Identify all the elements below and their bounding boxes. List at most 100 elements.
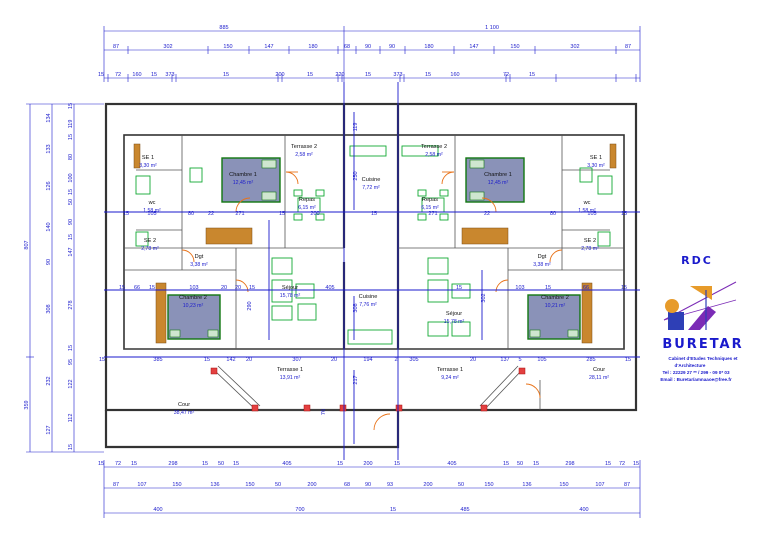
bottom-dim-row2-15: 107 — [595, 482, 604, 488]
level-label: RDC — [681, 254, 713, 267]
mid-dim-vertical-6: 76 — [321, 409, 327, 415]
columns — [210, 367, 526, 412]
room-name: Dgt — [538, 254, 547, 260]
top-dim-row3-2: 160 — [132, 72, 141, 78]
room-name: Repas — [422, 197, 438, 203]
mid-dim-b-6: 15 — [249, 285, 255, 291]
mid-dim-c-1: 385 — [153, 357, 162, 363]
top-dim-row3-14: 15 — [529, 72, 535, 78]
doors — [181, 171, 563, 431]
mid-dim-vertical-0: 290 — [247, 301, 253, 310]
bottom-dim-row1-18: 15 — [633, 461, 639, 467]
room-area: 3,38 m² — [190, 262, 208, 268]
room-name: wc — [148, 200, 156, 206]
room-name: Terrasse 1 — [437, 367, 463, 373]
mid-dim-c-7: 194 — [363, 357, 372, 363]
mid-dim-c-14: 285 — [586, 357, 595, 363]
mid-dim-vertical-3: 217 — [353, 375, 359, 384]
room-area: 2,78 m² — [581, 246, 599, 252]
left-dim-inner-8: 15 — [68, 234, 74, 240]
bottom-dim-row3-2: 15 — [390, 507, 396, 513]
mid-dim-c-12: 5 — [518, 357, 521, 363]
axis-lines — [104, 82, 640, 460]
top-dim-row3-1: 72 — [115, 72, 121, 78]
bottom-dim-row1-12: 15 — [503, 461, 509, 467]
bottom-dim-row2-6: 200 — [307, 482, 316, 488]
room-area: 13,91 m² — [280, 375, 301, 381]
top-dim-row2-4: 180 — [308, 44, 317, 50]
bottom-dim-row2-1: 107 — [137, 482, 146, 488]
brand-line-4: Email : Buretar/amnaaoe@free.fr — [660, 377, 732, 382]
left-dim-inner-6: 50 — [68, 199, 74, 205]
room-name: Terrasse 1 — [277, 367, 303, 373]
top-dim-row2-2: 150 — [223, 44, 232, 50]
left-dim-middle-6: 232 — [46, 376, 52, 385]
mid-dim-b-5: 20 — [235, 285, 241, 291]
mid-dim-vertical-4: 250 — [353, 171, 359, 180]
room-area: 10,23 m² — [183, 303, 204, 309]
top-dim-row3-11: 15 — [425, 72, 431, 78]
bottom-dim-row2-3: 136 — [210, 482, 219, 488]
room-area: 12,45 m² — [233, 180, 254, 186]
top-dim-row3-12: 160 — [450, 72, 459, 78]
left-dim-inner-7: 90 — [68, 219, 74, 225]
mid-dim-c-11: 137 — [500, 357, 509, 363]
bottom-dim-row2-4: 150 — [245, 482, 254, 488]
room-area: 28,11 m² — [589, 375, 609, 381]
top-dim-row2-11: 302 — [570, 44, 579, 50]
top-dimensions: 885 1 100 — [103, 25, 641, 82]
mid-dim-a-5: 15 — [279, 211, 285, 217]
left-dim-inner-14: 112 — [68, 414, 74, 423]
mid-dim-vertical-2: 302 — [481, 293, 487, 302]
room-name: Chambre 1 — [229, 172, 257, 178]
mid-dim-b-4: 20 — [221, 285, 227, 291]
room-area: 7,76 m² — [359, 302, 377, 308]
top-dim-row2-3: 147 — [264, 44, 273, 50]
left-dim-bottom: 359 — [24, 400, 30, 409]
bottom-dim-row1-2: 15 — [131, 461, 137, 467]
mid-dim-a-10: 80 — [550, 211, 556, 217]
top-dim-row3-3: 15 — [151, 72, 157, 78]
room-area: 2,58 m² — [425, 152, 443, 158]
mid-dim-c-15: 15 — [625, 357, 631, 363]
mid-dim-a-3: 22 — [208, 211, 214, 217]
mid-dim-b-0: 15 — [119, 285, 125, 291]
top-dim-row2-0: 87 — [113, 44, 119, 50]
mid-dim-a-6: 200 — [310, 211, 319, 217]
left-dim-inner-3: 80 — [68, 154, 74, 160]
mid-dim-c-6: 20 — [331, 357, 337, 363]
bottom-dim-row1-11: 405 — [447, 461, 456, 467]
mid-dim-a-4: 271 — [235, 211, 244, 217]
room-area: 15,78 m² — [280, 293, 301, 299]
left-dim-inner-2: 15 — [68, 134, 74, 140]
room-area: 9,24 m² — [441, 375, 459, 381]
bottom-dim-row1-0: 15 — [98, 461, 104, 467]
mid-dim-b-12: 15 — [621, 285, 627, 291]
top-dim-1: 885 — [219, 25, 228, 31]
bottom-dim-row3-3: 485 — [460, 507, 469, 513]
bottom-dim-row2-11: 50 — [458, 482, 464, 488]
mid-dim-c-2: 15 — [204, 357, 210, 363]
left-dim-inner-12: 95 — [68, 359, 74, 365]
mid-dim-c-13: 105 — [537, 357, 546, 363]
top-dim-row3-6: 200 — [275, 72, 284, 78]
top-dim-row2-9: 147 — [469, 44, 478, 50]
brand-line-2: d'Architecture — [675, 363, 706, 368]
bottom-dim-row1-7: 405 — [282, 461, 291, 467]
mid-dim-b-9: 103 — [515, 285, 524, 291]
bottom-dim-row2-9: 93 — [387, 482, 393, 488]
bottom-dim-row1-17: 72 — [619, 461, 625, 467]
bottom-dim-row3-4: 400 — [579, 507, 588, 513]
top-dim-row2-5: 68 — [344, 44, 350, 50]
furniture — [135, 145, 613, 345]
top-dim-row2-10: 150 — [510, 44, 519, 50]
room-name: Cuisine — [359, 294, 378, 300]
room-name: SE 1 — [590, 155, 602, 161]
room-area: 2,58 m² — [295, 152, 313, 158]
top-dim-row2-7: 90 — [389, 44, 395, 50]
